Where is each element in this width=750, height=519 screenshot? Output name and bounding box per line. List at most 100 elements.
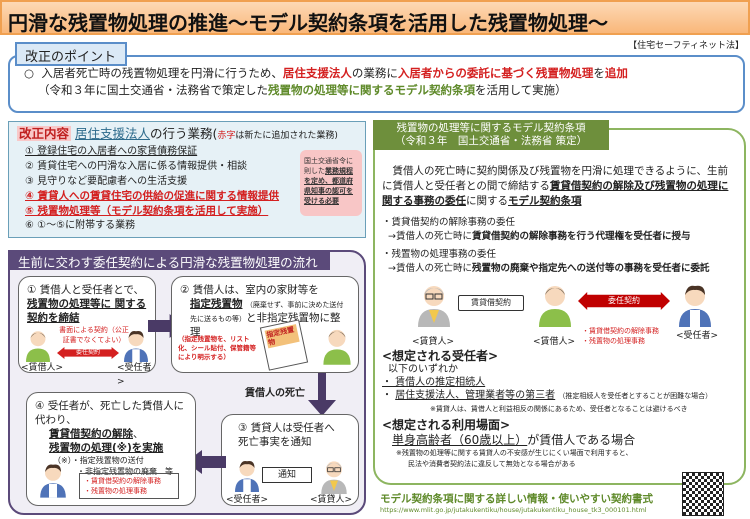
double-arrow — [57, 347, 119, 359]
note: は新たに追加された業務) — [235, 131, 338, 141]
page-title: 円滑な残置物処理の推進～モデル契約条項を活用した残置物処理～ — [0, 0, 750, 35]
list-item: ① 登録住宅の入居者への家賃債務保証 — [25, 146, 198, 157]
list-item: ② 賃貸住宅への円滑な入居に係る情報提供・相談 — [25, 160, 248, 172]
model-clause-title: 残置物の処理等に関するモデル契約条項（令和３年 国土交通省・法務省 策定） — [373, 120, 609, 150]
model-clause-section — [373, 128, 746, 485]
text: ④ 受任者が、死亡した賃借人に代わり、 — [35, 400, 185, 426]
text: 業務規程を定め、都道府県知事の認可を受ける必要 — [304, 167, 353, 205]
text: に関する — [466, 195, 508, 207]
info-link-title: モデル契約条項に関する詳しい情報・使いやすい契約書式 — [380, 493, 653, 505]
label: <賃借人> — [533, 337, 576, 347]
label: <受任者> — [226, 495, 269, 505]
info-link-url[interactable]: https://www.mlit.go.jp/jutakukentiku/hou… — [380, 506, 647, 514]
doc-label: 指定残置物 — [264, 324, 300, 349]
bullet: ○ — [24, 66, 35, 80]
text: ③ 賃貸人は受任者へ死亡事実を通知 — [238, 422, 335, 448]
step-2: ② 賃借人は、室内の家財等を 指定残置物 （廃棄せず、事前に決めた送付先に送るも… — [171, 276, 359, 373]
highlight: 入居者からの委託に基づく残置物処理 — [397, 66, 594, 80]
death-label: 賃借人の死亡 — [245, 388, 305, 399]
text: ・ 賃借人の推定相続人 — [382, 377, 486, 388]
arrow-shaft — [318, 373, 326, 403]
agent-person-icon — [121, 329, 151, 362]
label: <賃貸人> — [310, 495, 353, 505]
label: <受任者> — [676, 331, 719, 341]
note: （廃棄せず、事前に決めた送付先に送るもの等） — [190, 301, 344, 323]
text: ・賃貸借契約の解除事務 — [84, 477, 161, 485]
note: （指定残置物を、リスト化、シール貼付、保管籍等により明示する） — [178, 335, 256, 361]
flow-title: 生前に交わす委任契約による円滑な残置物処理の流れ — [8, 250, 330, 270]
subtitle: （令和３年 国土交通省・法務省 策定） — [394, 135, 588, 147]
step-1: ① 賃借人と受任者とで、 残置物の処理等に 関する契約を締結 書面による契約（公… — [18, 276, 156, 387]
lessee-person-icon — [535, 283, 575, 327]
lease-contract-arrow: 賃貸借契約 — [458, 295, 524, 311]
reform-point-tab: 改正のポイント — [15, 42, 127, 66]
mandate-contract-arrow — [578, 292, 670, 310]
arrow-label: 委任契約 — [75, 349, 100, 356]
text: 国土交通省令に則した — [304, 157, 353, 175]
note: （推定相続人を受任者とすることが困難な場合） — [558, 392, 713, 400]
heading: <想定される受任者> — [382, 349, 499, 363]
text: 残置物の廃棄や指定先への送付等の事務を受任者に委託 — [471, 263, 710, 274]
text: が賃借人である場合 — [527, 433, 636, 447]
text: →賃借人の死亡時に — [388, 263, 472, 274]
law-label: 【住宅セーフティネット法】 — [628, 41, 744, 51]
arrow-label: 委任契約 — [608, 296, 640, 305]
text: 賃借人の死亡時に契約関係及び残置物を円滑に処理できるように、生前に賃借人と受任者… — [382, 165, 728, 192]
lessor-person-icon — [318, 459, 350, 494]
note: ※残置物の処理等に関する賃貸人の不安感が生じにくい場面で利用すると、 — [396, 449, 633, 457]
highlight: 居住支援法人 — [282, 66, 352, 80]
note: ・非指定残置物の廃棄 等 — [77, 467, 173, 476]
list-item: ④ 賃貸人への賃貸住宅の供給の促進に関する情報提供 — [25, 190, 280, 203]
list-item: ③ 見守りなど要配慮者への生活支援 — [25, 175, 188, 187]
text: 、 — [133, 428, 144, 440]
text: ・残置物の処理事務の委任 — [382, 249, 497, 260]
text: を活用して実施） — [475, 83, 567, 97]
qr-code-icon[interactable] — [682, 472, 724, 516]
lessee-person-icon — [320, 327, 354, 365]
list-item: ⑥ ①～⑤に附帯する業務 — [25, 219, 136, 231]
label: <受任者> — [117, 363, 152, 387]
text: 残置物の処理等に 関する契約を締結 — [27, 298, 147, 324]
text: ・賃貸借契約の解除事務 — [582, 327, 659, 335]
text: 単身高齢者（60歳以上） — [392, 433, 528, 447]
list-item: ⑤ 残置物処理等（モデル契約条項を活用して実施） — [25, 205, 269, 218]
section-subtitle: 居住支援法人 — [75, 126, 151, 141]
lessee-person-icon — [23, 329, 53, 362]
notify-arrow: 通知 — [262, 467, 312, 483]
text: と非指定残置物に整理 — [190, 312, 341, 338]
lessor-person-icon — [414, 283, 454, 327]
note: 書面による契約（公正証書でなくてよい） — [59, 326, 129, 344]
agent-person-icon — [675, 283, 715, 327]
text: ・残置物の処理事務 — [84, 487, 147, 495]
text: モデル契約条項 — [508, 195, 582, 207]
text: の行う業務( — [150, 126, 218, 141]
text: ① 賃借人と受任者とで、 — [27, 284, 145, 296]
reform-content-box: 改正内容 居住支援法人の行う業務(赤字は新たに追加された業務) ① 登録住宅の入… — [8, 121, 366, 238]
callout-note: 国土交通省令に則した業務規程を定め、都道府県知事の認可を受ける必要 — [300, 150, 362, 216]
text: 賃貸借契約の解除 — [49, 428, 133, 440]
speech-bubble: ・賃貸借契約の解除事務・残置物の処理事務 — [79, 473, 179, 499]
text: （令和３年に国土交通省・法務省で策定した — [38, 83, 268, 97]
text: 以下のいずれか — [388, 364, 458, 375]
note: 民法や消費者契約法に違反して無効となる場合がある — [408, 460, 576, 468]
note: （※）・指定残置物の送付 — [53, 456, 144, 465]
text: を — [593, 66, 605, 80]
text: 賃貸借契約の解除及び残置物の処理に関する事務の委任 — [382, 180, 729, 207]
note: ※賃貸人は、賃借人と利益相反の関係にあるため、受任者となることは避けるべき — [430, 405, 688, 413]
heading: <想定される利用場面> — [382, 418, 511, 432]
reform-point-box: ○ 入居者死亡時の残置物処理を円滑に行うため、居住支援法人の業務に入居者からの委… — [8, 55, 745, 113]
text: 指定残置物 — [190, 298, 243, 310]
text: ・残置物の処理事務 — [582, 337, 645, 345]
text: ② 賃借人は、室内の家財等を — [180, 284, 319, 296]
model-details: ・賃貸借契約の解除事務の委任 →賃借人の死亡時に賃貸借契約の解除事務を行う代理権… — [382, 216, 742, 276]
text: の業務に — [351, 66, 398, 80]
step-4: ④ 受任者が、死亡した賃借人に代わり、 賃貸借契約の解除、 残置物の処理(※)を… — [26, 392, 196, 506]
label: <賃借人> — [21, 363, 64, 373]
text: 入居者死亡時の残置物処理を円滑に行うため、 — [41, 66, 283, 80]
text: ・賃貸借契約の解除事務の委任 — [382, 217, 516, 228]
label: <賃貸人> — [412, 337, 455, 347]
title: 残置物の処理等に関するモデル契約条項 — [396, 122, 586, 134]
text: 残置物の処理(※)を実施 — [49, 442, 164, 454]
task-list: ・賃貸借契約の解除事務・残置物の処理事務 — [582, 326, 659, 346]
model-intro: 賃借人の死亡時に契約関係及び残置物を円滑に処理できるように、生前に賃借人と受任者… — [382, 164, 738, 209]
